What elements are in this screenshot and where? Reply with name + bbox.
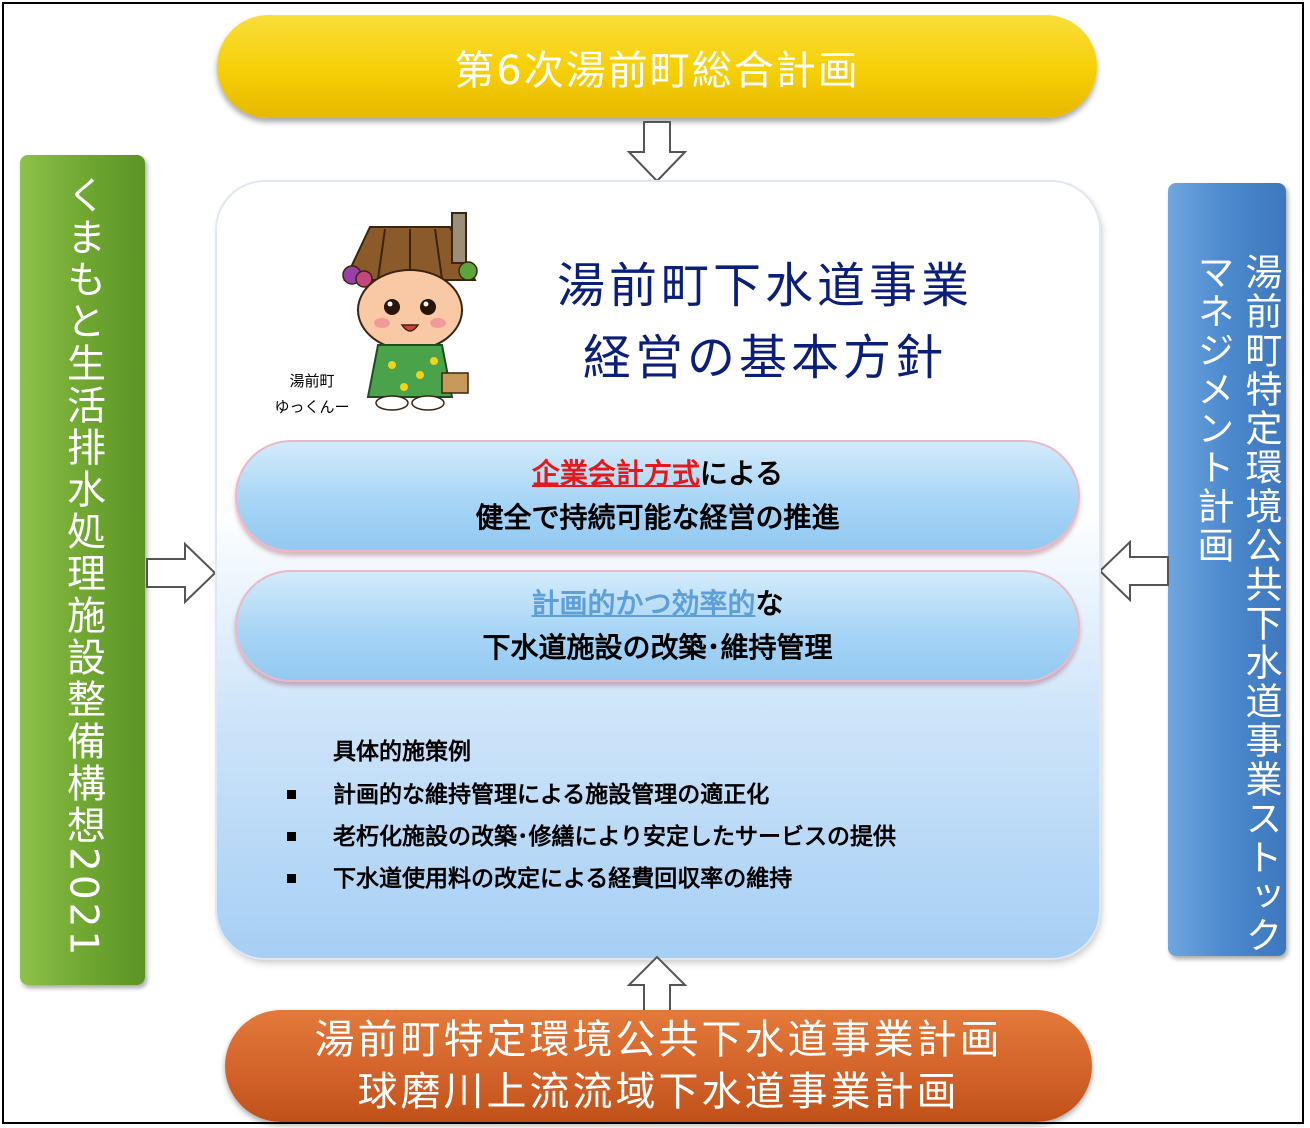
policy-item-2-highlight: 計画的かつ効率的 [531, 587, 756, 620]
mascot-caption-name: ゆっくんー [274, 398, 350, 416]
policy-item-1-highlight: 企業会計方式 [531, 457, 700, 490]
bottom-plan-label-1: 湯前町特定環境公共下水道事業計画 [314, 1017, 1003, 1063]
measures-list: 具体的施策例 計画的な維持管理による施設管理の適正化 老朽化施設の改築･修繕によ… [285, 732, 1065, 900]
arrow-down-icon [626, 121, 688, 183]
top-plan-label: 第6次湯前町総合計画 [454, 47, 860, 94]
policy-item-2-line2: 下水道施設の改築･維持管理 [482, 631, 833, 664]
right-plan-label: 湯前町特定環境公共下水道事業ストックマネジメント計画 [1191, 253, 1282, 955]
right-plan-box: 湯前町特定環境公共下水道事業ストックマネジメント計画 [1168, 183, 1286, 956]
arrow-right-icon [146, 542, 217, 604]
bullet-icon [287, 832, 296, 841]
mascot-caption-town: 湯前町 [289, 372, 335, 390]
mascot-illustration [342, 212, 478, 411]
list-item: 下水道使用料の改定による経費回収率の維持 [285, 858, 1065, 900]
measures-heading: 具体的施策例 [333, 739, 471, 765]
list-item: 計画的な維持管理による施設管理の適正化 [285, 774, 1065, 816]
left-plan-label: くまもと生活排水処理施設整備構想2021 [60, 175, 106, 959]
policy-item-1-line2: 健全で持続可能な経営の推進 [475, 501, 840, 534]
bottom-plan-box: 湯前町特定環境公共下水道事業計画 球磨川上流流域下水道事業計画 [225, 1010, 1092, 1122]
list-item: 老朽化施設の改築･修繕により安定したサービスの提供 [285, 816, 1065, 858]
policy-item-2: 計画的かつ効率的な 下水道施設の改築･維持管理 [235, 570, 1080, 682]
policy-title-line1: 湯前町下水道事業 [556, 258, 973, 314]
mascot-caption: 湯前町 ゆっくんー [262, 368, 362, 420]
policy-title: 湯前町下水道事業 経営の基本方針 [505, 250, 1025, 394]
left-plan-box: くまもと生活排水処理施設整備構想2021 [20, 155, 145, 985]
arrow-left-icon [1098, 540, 1169, 602]
policy-item-2-suffix: な [755, 587, 784, 620]
bullet-icon [287, 790, 296, 799]
arrow-up-icon [626, 955, 688, 1014]
policy-title-line2: 経営の基本方針 [582, 330, 947, 386]
policy-item-1: 企業会計方式による 健全で持続可能な経営の推進 [235, 440, 1080, 552]
policy-item-1-line1: 企業会計方式による [532, 452, 783, 496]
policy-item-2-line1: 計画的かつ効率的な [531, 582, 783, 626]
policy-item-1-suffix: による [699, 457, 784, 490]
top-plan-box: 第6次湯前町総合計画 [217, 15, 1097, 118]
bullet-icon [287, 874, 296, 883]
bottom-plan-label-2: 球磨川上流流域下水道事業計画 [357, 1069, 960, 1115]
